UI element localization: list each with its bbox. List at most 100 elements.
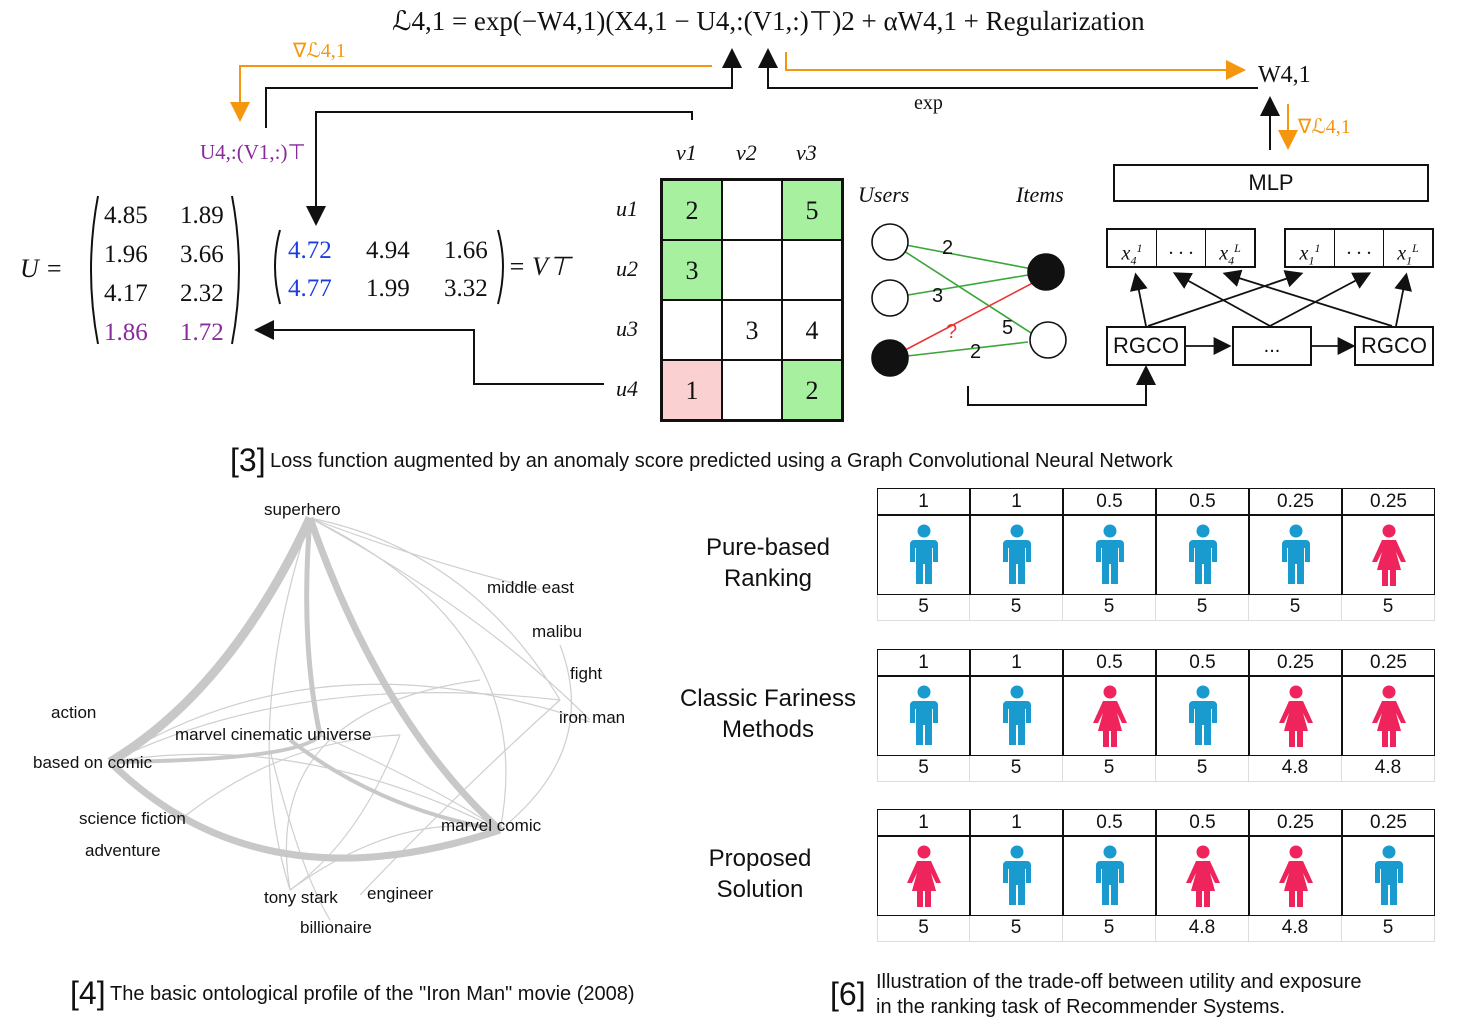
- edge-label: 5: [1002, 317, 1013, 339]
- female-user-icon: [877, 836, 970, 916]
- grad-label-left: ∇ℒ4,1: [293, 40, 346, 62]
- grad-arrow-left: [230, 65, 712, 122]
- rating-cell: 3: [662, 240, 722, 300]
- relevance-score: 5: [877, 916, 970, 942]
- male-user-icon: [970, 515, 1063, 595]
- u4-arrow: [254, 320, 604, 385]
- rating-cell: [722, 180, 782, 240]
- exposure-weight: 0.25: [1249, 488, 1342, 515]
- grad-label-right: ∇ℒ4,1: [1298, 116, 1351, 138]
- users-label: Users: [858, 182, 910, 207]
- exp-arrow: [758, 48, 1258, 89]
- male-user-icon: [1063, 836, 1156, 916]
- onto-node: adventure: [85, 841, 161, 860]
- ontology-graph: [107, 516, 591, 921]
- exposure-weight: 1: [970, 649, 1063, 676]
- female-user-icon: [1342, 515, 1435, 595]
- exposure-weight: 1: [877, 488, 970, 515]
- onto-node: based on comic: [33, 753, 153, 772]
- exposure-weight: 0.25: [1249, 809, 1342, 836]
- grid-row-header: u4: [616, 376, 638, 401]
- caption-number: [3]: [230, 442, 266, 478]
- relevance-score: 5: [1342, 595, 1435, 621]
- grid-column-header: v2: [736, 140, 757, 165]
- exp-label: exp: [914, 92, 943, 114]
- caption-line: Illustration of the trade-off between ut…: [876, 971, 1362, 993]
- x-box: x4L: [1219, 241, 1241, 268]
- x-box-group-right: x11 . . . x1L: [1284, 228, 1434, 268]
- rating-cell: [662, 300, 722, 360]
- items-label: Items: [1016, 182, 1064, 207]
- male-user-icon: [1063, 515, 1156, 595]
- graph-to-rgco-arrow: [967, 365, 1156, 406]
- exposure-weight: 0.5: [1156, 809, 1249, 836]
- bipartite-graph: 2 3 5 2 ?: [871, 223, 1067, 377]
- onto-node: superhero: [264, 500, 341, 519]
- exposure-weight: 0.25: [1342, 809, 1435, 836]
- grid-row-header: u2: [616, 256, 638, 281]
- relevance-score: 5: [1156, 756, 1249, 782]
- rating-cell: 3: [722, 300, 782, 360]
- caption-4: [4] The basic ontological profile of the…: [70, 975, 635, 1012]
- exposure-weight: 1: [877, 649, 970, 676]
- w-label: W4,1: [1258, 62, 1311, 88]
- relevance-score: 5: [1063, 756, 1156, 782]
- caption-text: Loss function augmented by an anomaly sc…: [270, 450, 1173, 472]
- female-user-icon: [1063, 676, 1156, 756]
- relevance-score: 5: [970, 916, 1063, 942]
- edge-label: 3: [932, 285, 943, 307]
- relevance-score: 4.8: [1342, 756, 1435, 782]
- edge-label: 2: [970, 341, 981, 363]
- v-matrix-brackets: [274, 229, 504, 305]
- caption-number: [4]: [70, 975, 106, 1011]
- exposure-weight: 0.5: [1156, 649, 1249, 676]
- relevance-score: 5: [1249, 595, 1342, 621]
- male-user-icon: [1249, 515, 1342, 595]
- ranking-row-label: Classic Fariness Methods: [679, 685, 857, 743]
- grid-row-header: u3: [616, 316, 638, 341]
- rating-cell: 5: [782, 180, 842, 240]
- rgco-box: RGCO: [1106, 326, 1186, 366]
- x-box: x1L: [1397, 241, 1419, 268]
- exposure-weight: 1: [970, 488, 1063, 515]
- onto-node: engineer: [367, 884, 434, 903]
- edge: [889, 341, 1029, 359]
- uv-up-arrow: [265, 48, 742, 128]
- relevance-score: 5: [970, 756, 1063, 782]
- relevance-score: 4.8: [1156, 916, 1249, 942]
- relevance-score: 4.8: [1249, 756, 1342, 782]
- x-box: . . .: [1335, 230, 1384, 266]
- exposure-weight: 1: [970, 809, 1063, 836]
- exposure-weight: 0.25: [1342, 649, 1435, 676]
- onto-node: action: [51, 703, 97, 722]
- edge: [889, 241, 1049, 273]
- relevance-score: 5: [1156, 595, 1249, 621]
- rating-cell: [722, 240, 782, 300]
- mlp-box: MLP: [1113, 164, 1429, 202]
- v-label: = V⊤: [508, 252, 571, 281]
- relevance-score: 5: [877, 595, 970, 621]
- caption-number: [6]: [830, 976, 866, 1012]
- caption-3: [3] Loss function augmented by an anomal…: [230, 442, 1173, 479]
- u-label: U =: [20, 254, 63, 283]
- onto-node: malibu: [532, 622, 583, 641]
- caption-text: Illustration of the trade-off between ut…: [876, 970, 1361, 1020]
- rating-cell: [722, 360, 782, 420]
- onto-node: iron man: [559, 708, 626, 727]
- onto-node: marvel cinematic universe: [175, 725, 372, 744]
- relevance-score: 5: [877, 756, 970, 782]
- rating-cell: 2: [662, 180, 722, 240]
- user-node: [871, 339, 909, 377]
- panel3-arrows: [230, 48, 1298, 406]
- edge: [889, 241, 1043, 341]
- male-user-icon: [970, 836, 1063, 916]
- edge-label: 2: [942, 237, 953, 259]
- rating-cell: 1: [662, 360, 722, 420]
- female-user-icon: [1249, 836, 1342, 916]
- edge-label: ?: [946, 321, 957, 343]
